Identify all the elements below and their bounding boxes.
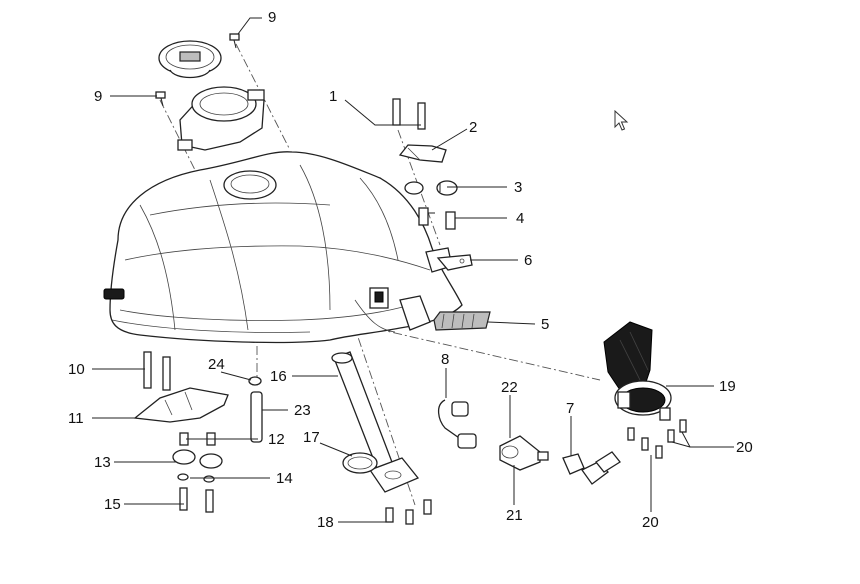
callout-8: 8: [441, 351, 449, 368]
callout-5: 5: [541, 316, 549, 333]
bolt-9-left: [155, 91, 166, 107]
bolts-20: [627, 419, 687, 459]
bolt-9-upper: [229, 33, 240, 49]
bracket-2: [398, 144, 447, 163]
callout-2: 2: [469, 119, 477, 136]
mouse-pointer-icon: [614, 110, 629, 131]
callout-10: 10: [68, 361, 85, 378]
fuel-hose-8: [437, 399, 477, 449]
callout-21: 21: [506, 507, 523, 524]
clip-24: [248, 376, 262, 386]
callout-3: 3: [514, 179, 522, 196]
callout-9-left: 9: [94, 88, 102, 105]
callout-20-right: 20: [736, 439, 753, 456]
connector-7: [562, 451, 621, 485]
callout-18: 18: [317, 514, 334, 531]
callout-14: 14: [276, 470, 293, 487]
callout-1: 1: [329, 88, 337, 105]
callout-19: 19: [719, 378, 736, 395]
rubbers-13: [172, 449, 223, 469]
callout-22: 22: [501, 379, 518, 396]
bracket-11: [133, 387, 229, 423]
bushings-3: [404, 180, 458, 196]
bolts-18: [385, 499, 432, 525]
callout-17: 17: [303, 429, 320, 446]
callout-7: 7: [566, 400, 574, 417]
callout-23: 23: [294, 402, 311, 419]
callout-12: 12: [268, 431, 285, 448]
pad-5: [433, 311, 491, 331]
leader-lines: [92, 17, 734, 523]
callout-9-upper: 9: [268, 9, 276, 26]
o-ring-17: [342, 452, 378, 474]
fuel-tank: [103, 151, 463, 344]
callout-6: 6: [524, 252, 532, 269]
callout-20-bottom: 20: [642, 514, 659, 531]
callout-15: 15: [104, 496, 121, 513]
fuel-filter-22: [499, 435, 549, 471]
collars-4: [418, 207, 456, 230]
callout-4: 4: [516, 210, 524, 227]
fuel-cap: [158, 40, 222, 79]
bracket-6: [436, 254, 473, 271]
callout-labels: 9 9 1 2 3 4 6 5 10 11 12 13 14 15 24 23 …: [68, 9, 753, 531]
filler-neck-ring: [177, 86, 265, 151]
callout-24: 24: [208, 356, 225, 373]
fuel-pump-19: [603, 321, 672, 421]
callout-11: 11: [68, 410, 84, 427]
bolts-10: [143, 351, 171, 391]
callout-13: 13: [94, 454, 111, 471]
drain-pipe-16: [331, 351, 420, 493]
callout-16: 16: [270, 368, 287, 385]
bolts-15: [179, 487, 214, 513]
tube-23: [250, 391, 263, 443]
